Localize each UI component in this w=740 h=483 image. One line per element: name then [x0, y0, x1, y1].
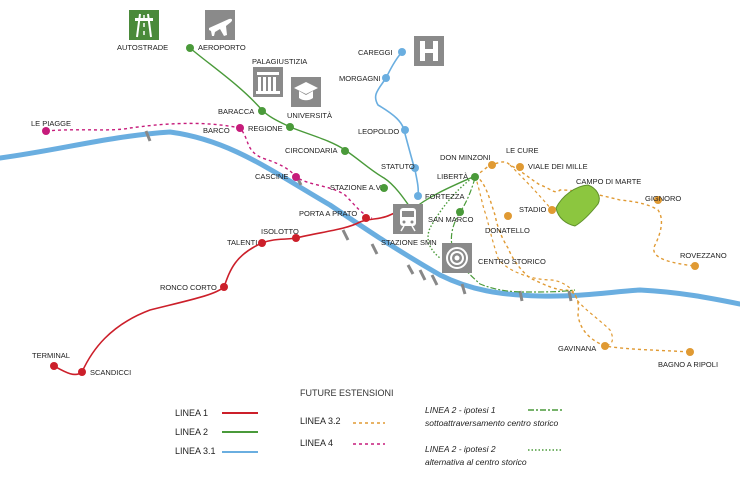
universita-label: UNIVERSITÀ	[287, 111, 332, 120]
station-gavinana: GAVINANA	[558, 344, 596, 353]
station-dot-rovezzano	[691, 262, 699, 270]
station-rovezzano: ROVEZZANO	[680, 251, 727, 260]
station-dot-leopoldo	[401, 126, 409, 134]
station-le-cure: LE CURE	[506, 146, 539, 155]
station-circondaria: CIRCONDARIA	[285, 146, 338, 155]
linea3-1-stations	[382, 48, 422, 200]
legend-ipotesi2-line2: alternativa al centro storico	[425, 457, 527, 467]
train-station-icon	[393, 204, 423, 234]
autostrade-label: AUTOSTRADE	[117, 43, 168, 52]
station-dot-isolotto	[292, 234, 300, 242]
station-liberta: LIBERTÀ	[437, 172, 468, 181]
arno-river	[0, 129, 740, 307]
legend-ipotesi1-line1: LINEA 2 - ipotesi 1	[425, 405, 496, 415]
stazione-smn-label: STAZIONE SMN	[381, 238, 437, 247]
station-dot-morgagni	[382, 74, 390, 82]
linea1-route	[53, 208, 419, 376]
campo-di-marte-label: CAMPO DI MARTE	[576, 177, 641, 186]
legend: LINEA 1 LINEA 2 LINEA 3.1 FUTURE ESTENSI…	[175, 388, 563, 467]
campo-di-marte-area	[555, 184, 600, 227]
station-barco: BARCO	[203, 126, 230, 135]
station-statuto: STATUTO	[381, 162, 415, 171]
station-stadio: STADIO	[519, 205, 547, 214]
legend-linea2-label: LINEA 2	[175, 427, 208, 437]
highway-icon	[129, 10, 159, 40]
station-dot-statuto	[411, 164, 419, 172]
legend-linea1-label: LINEA 1	[175, 408, 208, 418]
station-regione: REGIONE	[248, 124, 283, 133]
linea1-stations	[50, 214, 370, 376]
linea3-2-route-north	[474, 161, 696, 267]
legend-linea3-2-label: LINEA 3.2	[300, 416, 341, 426]
station-dot-liberta	[471, 173, 479, 181]
legend-linea3-1-label: LINEA 3.1	[175, 446, 216, 456]
station-isolotto: ISOLOTTO	[261, 227, 299, 236]
station-dot-regione	[286, 123, 294, 131]
station-dot-circondaria	[341, 147, 349, 155]
linea4-route	[45, 122, 373, 219]
hospital-icon	[414, 36, 444, 66]
station-dot-gavinana	[601, 342, 609, 350]
linea4-stations	[42, 124, 300, 181]
station-gignoro: GIGNORO	[645, 194, 681, 203]
station-viale-dei-mille: VIALE DEI MILLE	[528, 162, 588, 171]
station-dot-ronco-corto	[220, 283, 228, 291]
station-dot-cascine	[292, 173, 300, 181]
station-leopoldo: LEOPOLDO	[358, 127, 399, 136]
linea3-2-stations	[488, 161, 699, 356]
station-dot-aeroporto	[186, 44, 194, 52]
station-careggi: CAREGGI	[358, 48, 393, 57]
station-scandicci: SCANDICCI	[90, 368, 131, 377]
legend-linea4-label: LINEA 4	[300, 438, 333, 448]
centro-storico-label: CENTRO STORICO	[478, 257, 546, 266]
station-dot-talenti	[258, 239, 266, 247]
station-dot-stadio	[548, 206, 556, 214]
station-dot-barco	[236, 124, 244, 132]
station-baracca: BARACCA	[218, 107, 254, 116]
linea2-stations	[186, 44, 479, 216]
station-don-minzoni: DON MINZONI	[440, 153, 490, 162]
station-stazione-av: STAZIONE A.V.	[330, 183, 382, 192]
station-talenti: TALENTI	[227, 238, 257, 247]
station-bagno-a-ripoli: BAGNO A RIPOLI	[658, 360, 718, 369]
station-morgagni: MORGAGNI	[339, 74, 381, 83]
station-dot-san-marco	[456, 208, 464, 216]
linea2-ipotesi1-route	[450, 177, 576, 293]
linea3-2-stadio-spur	[509, 164, 553, 211]
legend-ipotesi1-line2: sottoattraversamento centro storico	[425, 418, 559, 428]
station-san-marco: SAN MARCO	[428, 215, 474, 224]
historic-center-icon	[442, 243, 472, 273]
university-icon	[291, 77, 321, 107]
station-porta-a-prato: PORTA A PRATO	[299, 209, 357, 218]
station-dot-le-piagge	[42, 127, 50, 135]
legend-ipotesi2-line1: LINEA 2 - ipotesi 2	[425, 444, 496, 454]
station-aeroporto: AEROPORTO	[198, 43, 246, 52]
station-cascine: CASCINE	[255, 172, 288, 181]
station-ronco-corto: RONCO CORTO	[160, 283, 217, 292]
courthouse-icon	[253, 67, 283, 97]
linea3-2-route-south	[474, 175, 614, 347]
station-dot-fortezza	[414, 192, 422, 200]
station-dot-don-minzoni	[488, 161, 496, 169]
station-dot-baracca	[258, 107, 266, 115]
station-dot-scandicci	[78, 368, 86, 376]
station-dot-viale-dei-mille	[516, 163, 524, 171]
palagiustizia-label: PALAGIUSTIZIA	[252, 57, 307, 66]
station-dot-bagno-a-ripoli	[686, 348, 694, 356]
station-dot-terminal	[50, 362, 58, 370]
station-dot-stazione-av	[380, 184, 388, 192]
station-dot-donatello	[504, 212, 512, 220]
legend-future-title: FUTURE ESTENSIONI	[300, 388, 394, 398]
station-donatello: DONATELLO	[485, 226, 530, 235]
station-le-piagge: LE PIAGGE	[31, 119, 71, 128]
station-dot-gignoro	[654, 196, 662, 204]
linea3-1-route	[374, 51, 420, 197]
station-dot-careggi	[398, 48, 406, 56]
station-fortezza: FORTEZZA	[425, 192, 464, 201]
linea2-ipotesi2-route	[427, 175, 476, 259]
station-terminal: TERMINAL	[32, 351, 70, 360]
airplane-icon	[205, 10, 235, 40]
station-dot-porta-a-prato	[362, 214, 370, 222]
